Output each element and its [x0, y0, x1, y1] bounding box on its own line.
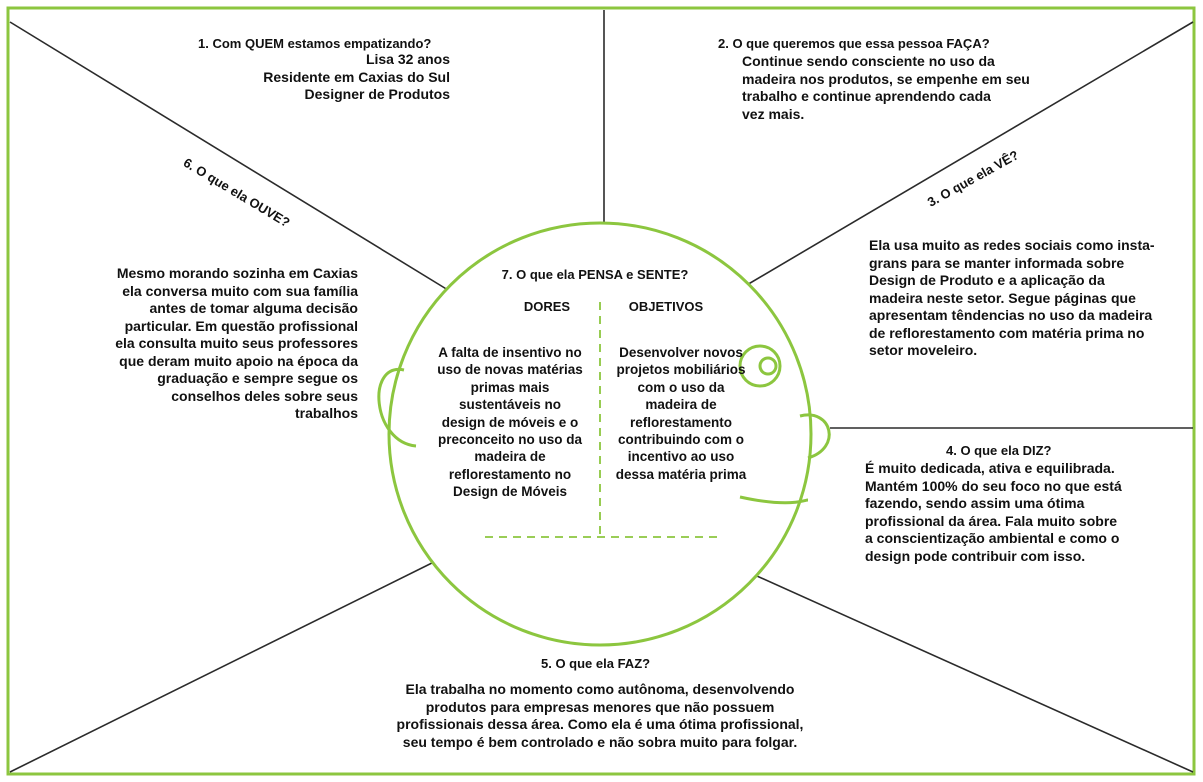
eye-outer: [738, 344, 782, 388]
say-text: É muito dedicada, ativa e equilibrada. M…: [865, 460, 1122, 564]
divider-bottom-left: [9, 556, 445, 773]
divider-top-right: [739, 21, 1194, 290]
does-text: Ela trabalha no momento como autônoma, d…: [396, 681, 804, 750]
do-text: Continue sendo consciente no uso da made…: [742, 53, 1030, 122]
quadrant-dividers: [9, 10, 1194, 773]
goals-label: OBJETIVOS: [628, 299, 704, 314]
say-title: 4. O que ela DIZ?: [946, 443, 1052, 458]
nose: [799, 413, 831, 460]
goals-text: Desenvolver novos projetos mobiliários c…: [615, 345, 747, 482]
ear-left: [377, 368, 417, 448]
eye-inner: [758, 356, 778, 376]
pains-label: DORES: [523, 299, 571, 314]
see-text: Ela usa muito as redes sociais como inst…: [869, 237, 1155, 358]
outer-frame: [6, 6, 1196, 776]
pains-text: A falta de insentivo no uso de novas mat…: [437, 345, 583, 500]
mouth: [739, 495, 809, 505]
head-dividers: [485, 302, 717, 540]
do-title: 2. O que queremos que essa pessoa FAÇA?: [718, 36, 990, 51]
who-text: Lisa 32 anos Residente em Caxias do Sul …: [263, 51, 450, 102]
divider-bottom-right: [747, 571, 1194, 773]
does-title: 5. O que ela FAZ?: [541, 656, 651, 671]
who-title: 1. Com QUEM estamos empatizando?: [198, 36, 432, 51]
think-title: 7. O que ela PENSA e SENTE?: [501, 267, 689, 282]
hear-text: Mesmo morando sozinha em Caxias ela conv…: [115, 265, 358, 421]
divider-top-left: [9, 21, 449, 291]
